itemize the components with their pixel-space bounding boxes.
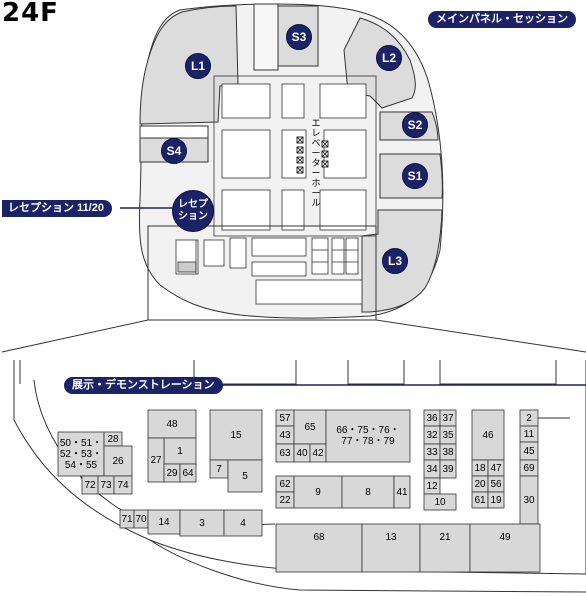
floor-title: 24F bbox=[2, 0, 59, 28]
elevator-boxes bbox=[296, 136, 329, 174]
zoom-lines bbox=[1, 225, 586, 353]
room-l1-badge[interactable]: L1 bbox=[185, 53, 211, 79]
reception-label[interactable]: レセプション 11/20 bbox=[2, 200, 112, 217]
main-panel-label[interactable]: メインパネル・セッション bbox=[428, 11, 576, 28]
room-l2-badge[interactable]: L2 bbox=[376, 45, 402, 71]
reception-room-badge[interactable]: レセプ ション bbox=[172, 190, 214, 232]
service-rooms bbox=[175, 237, 363, 305]
room-s1-badge[interactable]: S1 bbox=[402, 163, 428, 189]
central-blocks bbox=[213, 75, 377, 237]
booth-rects bbox=[57, 409, 541, 573]
reception-room-line1: レセプ bbox=[178, 199, 208, 210]
s4-strip bbox=[139, 125, 209, 139]
elevator-hall-label: エレベーターホール bbox=[311, 118, 321, 208]
room-s3-badge[interactable]: S3 bbox=[286, 24, 312, 50]
lower-bay-2 bbox=[193, 360, 297, 385]
room-l3-badge[interactable]: L3 bbox=[382, 248, 408, 274]
reception-room-line2: ション bbox=[178, 211, 208, 222]
corridor-s3 bbox=[253, 3, 279, 71]
exhibition-label[interactable]: 展示・デモンストレーション bbox=[64, 377, 223, 394]
lower-bay-3 bbox=[347, 360, 405, 385]
lower-bay-4 bbox=[439, 360, 557, 385]
room-s2-badge[interactable]: S2 bbox=[402, 112, 428, 138]
lower-bottom-curve bbox=[149, 539, 586, 593]
room-s4-badge[interactable]: S4 bbox=[161, 138, 187, 164]
